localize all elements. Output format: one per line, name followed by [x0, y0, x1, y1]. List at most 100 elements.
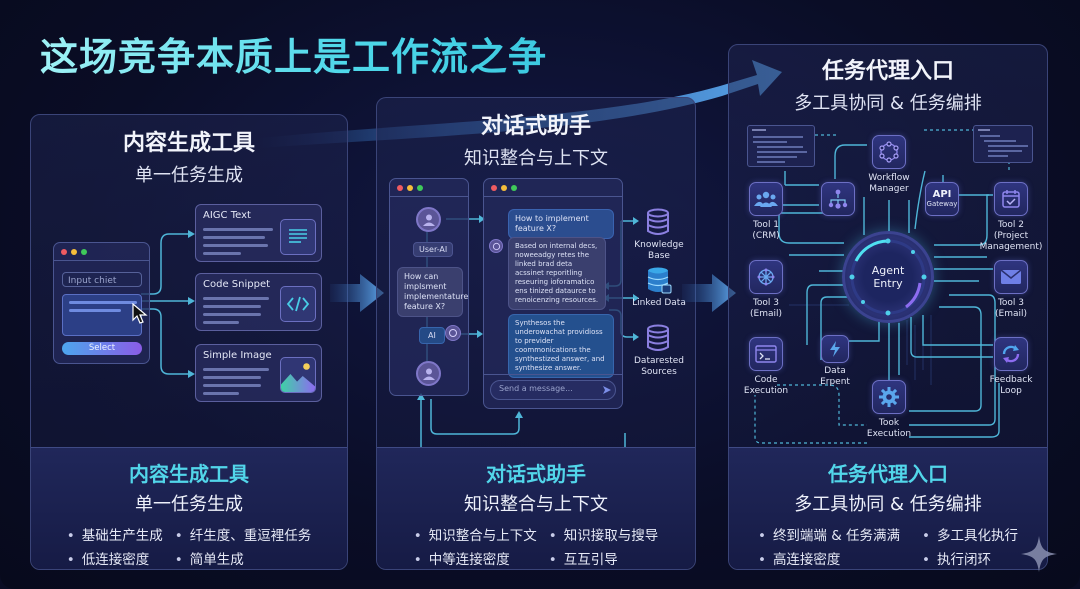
ai-avatar-icon — [445, 325, 461, 341]
summary-subtitle: 多工具协同 & 任务编排 — [794, 494, 982, 515]
bullet-item: 多工具化执行 — [922, 524, 1018, 544]
minimize-dot[interactable] — [501, 185, 507, 191]
tool-email-node[interactable] — [994, 260, 1028, 294]
mouse-cursor-icon — [132, 303, 148, 324]
maximize-dot[interactable] — [81, 249, 87, 255]
tool-email-node[interactable] — [749, 260, 783, 294]
agent-entry-hub[interactable]: Agent Entry — [842, 231, 934, 323]
user-avatar-icon — [416, 207, 441, 232]
input-app-window: Input chiet Select — [53, 242, 150, 364]
maximize-dot[interactable] — [511, 185, 517, 191]
output-card-simple-image[interactable]: Simple Image — [195, 344, 322, 402]
panel-summary: 内容生成工具 单一任务生成 基础生产生成 纤生度、重逗裡任务 低连接密度 简单生… — [31, 447, 347, 569]
linked-data-icon — [647, 267, 672, 294]
code-editor-thumbnail — [747, 125, 815, 167]
prompt-input[interactable]: Input chiet — [62, 272, 142, 287]
user-avatar-icon — [416, 361, 441, 386]
node-label: Gateway — [926, 200, 958, 208]
right-arrow-icon — [330, 274, 384, 312]
node-label: API — [932, 189, 952, 200]
panel-subtitle: 多工具协同 & 任务编排 — [794, 93, 982, 114]
output-card-code-snippet[interactable]: Code Snippet — [195, 273, 322, 331]
panel-title: 任务代理入口 — [821, 59, 954, 84]
question-bubble: How can implsment implementature feature… — [397, 267, 468, 317]
card-title: AIGC Text — [203, 210, 251, 221]
maximize-dot[interactable] — [417, 185, 423, 191]
panel-summary: 任务代理入口 多工具协同 & 任务编排 终到端端 & 任务满满 多工具化执行 高… — [729, 447, 1047, 569]
panel-content-generation: 内容生成工具 单一任务生成 Input chiet — [30, 114, 348, 570]
code-execution-node[interactable] — [749, 337, 783, 371]
minimize-dot[interactable] — [71, 249, 77, 255]
summary-title: 内容生成工具 — [129, 462, 249, 486]
window-controls — [61, 249, 87, 255]
user-ai-tag: User-AI — [413, 242, 454, 257]
code-brackets-icon — [280, 286, 316, 322]
panel-summary: 对话式助手 知识整合与上下文 知识整合与上下文 知识接取与搜导 中等连接密度 互… — [377, 447, 695, 569]
data-expert-node[interactable] — [821, 335, 849, 363]
branch-connectors — [141, 230, 195, 378]
minimize-dot[interactable] — [407, 185, 413, 191]
close-dot[interactable] — [61, 249, 67, 255]
panel-task-agent: 任务代理入口 多工具协同 & 任务编排 — [728, 44, 1048, 570]
window-controls — [491, 185, 517, 191]
user-ai-window: User-AI How can implsment implementature… — [389, 178, 469, 396]
node-label: Tool 1(CRM) — [752, 220, 780, 241]
prompt-textarea[interactable] — [62, 294, 142, 336]
lightning-icon — [830, 341, 840, 357]
ai-avatar-icon — [489, 239, 503, 253]
bullet-item: 中等连接密度 — [414, 548, 537, 568]
panel-subtitle: 知识整合与上下文 — [464, 148, 608, 169]
ai-tag: AI — [419, 327, 445, 344]
message-input[interactable]: Send a message... — [490, 380, 616, 400]
sparkle-icon — [1021, 536, 1057, 572]
page-title: 这场竞争本质上是工作流之争 — [40, 26, 547, 81]
summary-bullets: 终到端端 & 任务满满 多工具化执行 高连接密度 执行闭环 — [729, 524, 1047, 568]
network-globe-icon — [757, 268, 775, 286]
assistant-reply-bubble: Based on internal decs, noweeadgy retes … — [508, 237, 606, 310]
window-controls — [397, 185, 423, 191]
tool-crm-node[interactable] — [749, 182, 783, 216]
tool-project-management-node[interactable] — [994, 182, 1028, 216]
chat-window: How to implement feature X? Based on int… — [483, 178, 623, 409]
summary-title: 对话式助手 — [486, 462, 586, 486]
summary-title: 任务代理入口 — [828, 462, 948, 486]
bullet-item: 简单生成 — [175, 548, 311, 568]
source-label: Knowledge Base — [634, 240, 684, 261]
close-dot[interactable] — [491, 185, 497, 191]
envelope-icon — [1000, 269, 1022, 284]
bullet-item: 纤生度、重逗裡任务 — [175, 524, 312, 544]
bullet-item: 高连接密度 — [758, 548, 900, 568]
database-sources-icon — [647, 324, 669, 351]
feedback-loop-node[interactable] — [994, 337, 1028, 371]
source-label: Linked Data — [632, 298, 686, 308]
hub-label: Agent Entry — [871, 264, 905, 290]
summary-bullets: 知识整合与上下文 知识接取与搜导 中等连接密度 互互引导 — [377, 524, 695, 568]
workflow-manager-node[interactable] — [872, 135, 906, 169]
panel-conversational-assistant: 对话式助手 知识整合与上下文 — [376, 97, 696, 570]
bullet-item: 互互引导 — [549, 548, 658, 568]
orchestration-node[interactable] — [821, 182, 855, 216]
workflow-cycle-icon — [879, 141, 899, 163]
summary-bullets: 基础生产生成 纤生度、重逗裡任务 低连接密度 简单生成 — [31, 524, 347, 568]
close-dot[interactable] — [397, 185, 403, 191]
output-card-aigc-text[interactable]: AIGC Text — [195, 204, 322, 262]
task-execution-node[interactable] — [872, 380, 906, 414]
terminal-icon — [755, 345, 777, 363]
node-label: Workflow Manager — [868, 173, 910, 194]
bullet-item: 知识整合与上下文 — [414, 524, 537, 544]
node-label: Tool 3(Email) — [995, 298, 1027, 319]
refresh-cycle-icon — [1002, 345, 1020, 363]
source-label: Datarested Sources — [634, 356, 684, 377]
knowledge-base-icon — [647, 208, 669, 235]
code-editor-thumbnail — [973, 125, 1033, 163]
hub-ring — [849, 238, 927, 316]
send-icon[interactable] — [602, 385, 612, 395]
calendar-check-icon — [1002, 190, 1020, 208]
select-button[interactable]: Select — [62, 342, 142, 355]
bullet-item: 执行闭环 — [922, 548, 1018, 568]
api-gateway-node[interactable]: API Gateway — [925, 182, 959, 216]
